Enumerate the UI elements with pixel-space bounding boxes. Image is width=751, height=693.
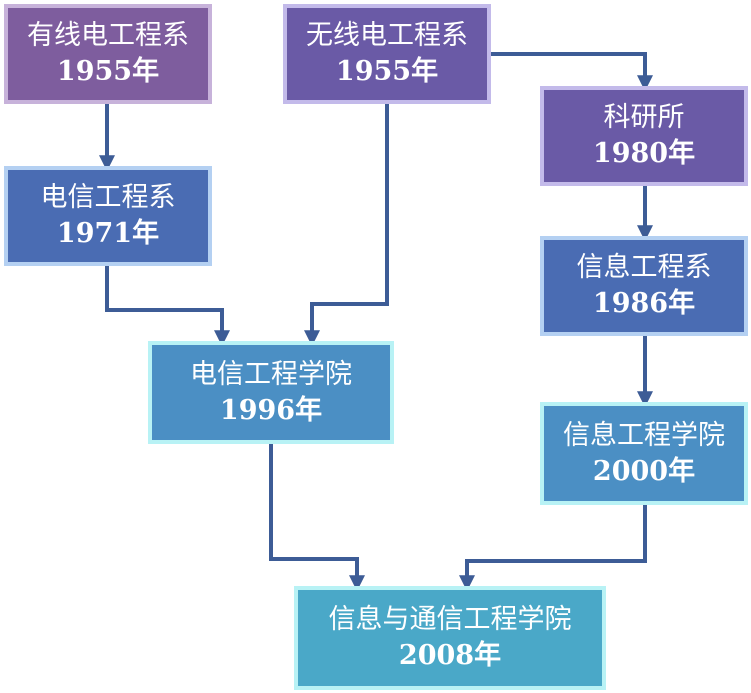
node-name: 电信工程学院: [190, 358, 352, 390]
arrow-wireless-to-tel_school: [304, 104, 389, 347]
arrow-telecom-to-tel_school: [105, 266, 230, 347]
node-name: 无线电工程系: [306, 20, 468, 52]
node-info-comm-school: 信息与通信工程学院 2008年: [294, 586, 606, 690]
node-name: 电信工程系: [40, 182, 176, 214]
node-year: 1971年: [56, 218, 160, 249]
node-name: 有线电工程系: [27, 20, 189, 52]
node-name: 信息工程系: [576, 252, 712, 284]
node-name: 科研所: [603, 102, 685, 134]
node-year: 1955年: [335, 56, 439, 87]
node-wireless-dept: 无线电工程系 1955年: [283, 4, 491, 104]
node-info-dept: 信息工程系 1986年: [540, 236, 748, 336]
node-name: 信息工程学院: [563, 419, 725, 451]
arrow-tel_school-to-final: [269, 444, 365, 592]
node-year: 1955年: [56, 56, 160, 87]
node-year: 1980年: [592, 138, 696, 169]
node-name: 信息与通信工程学院: [328, 604, 572, 636]
arrow-info_school-to-final: [459, 505, 647, 592]
node-year: 1996年: [219, 394, 323, 426]
node-telecom-school: 电信工程学院 1996年: [148, 341, 394, 444]
node-wired-dept: 有线电工程系 1955年: [4, 4, 212, 104]
node-year: 2000年: [592, 455, 696, 487]
arrow-wireless-to-institute: [491, 52, 653, 92]
node-info-school: 信息工程学院 2000年: [540, 402, 748, 505]
node-telecom-dept: 电信工程系 1971年: [4, 166, 212, 266]
node-year: 1986年: [592, 288, 696, 319]
node-research-institute: 科研所 1980年: [540, 86, 748, 186]
node-year: 2008年: [398, 640, 502, 671]
